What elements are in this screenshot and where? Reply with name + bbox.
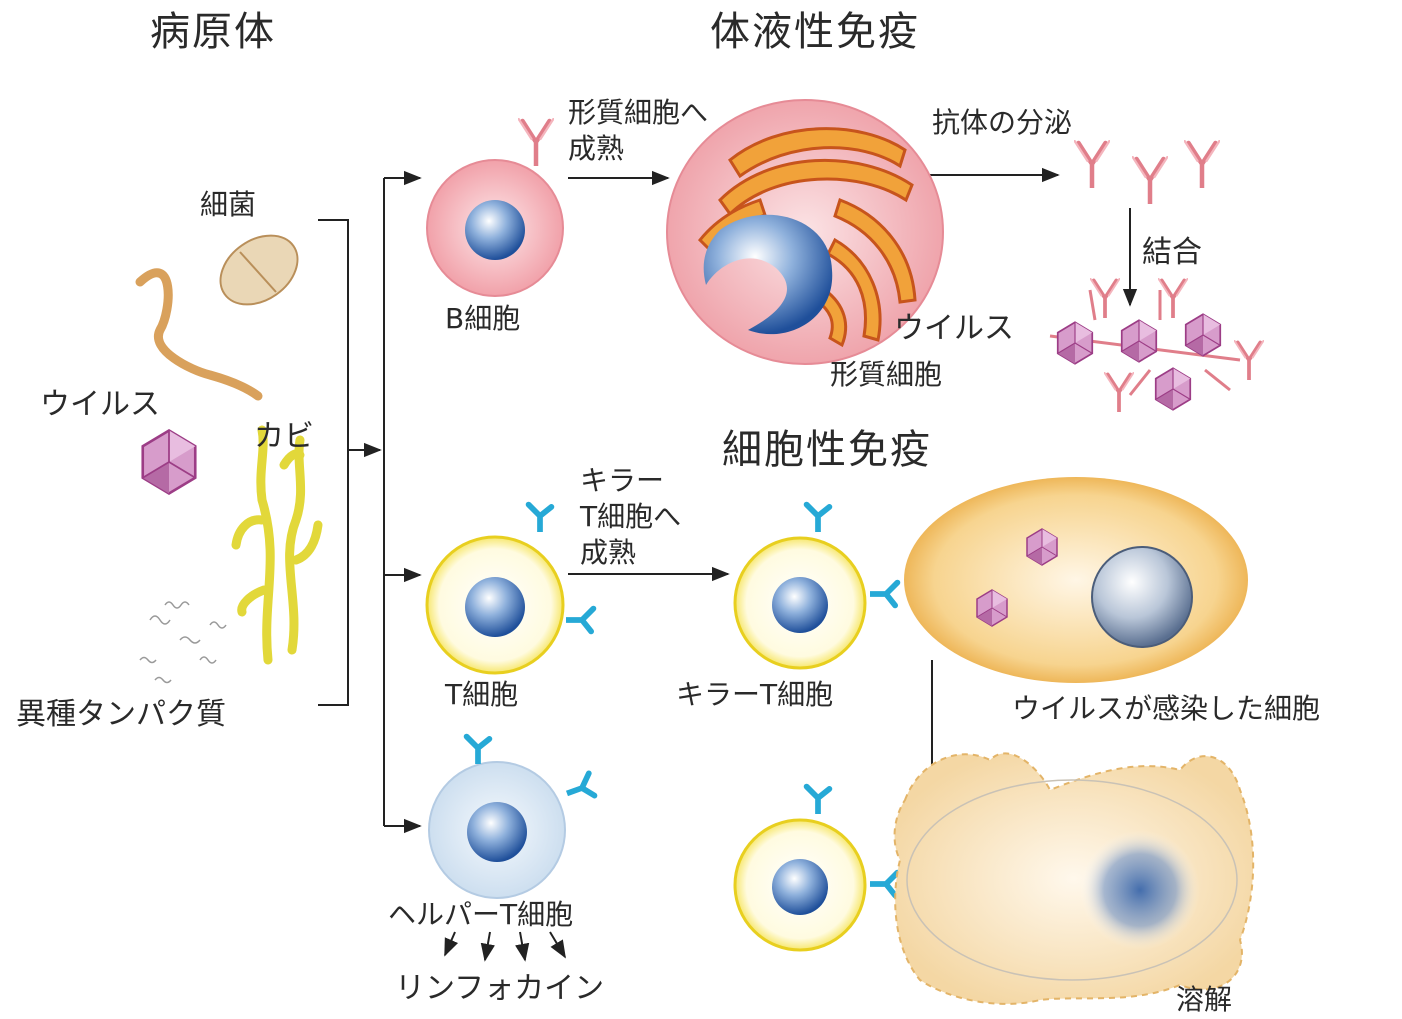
label-t-cell: T細胞 [445,680,518,711]
label-virus: ウイルス [40,388,160,421]
label-foreign-protein: 異種タンパク質 [16,698,226,731]
label-bacteria: 細菌 [200,190,256,221]
label-plasma-cell: 形質細胞 [830,360,942,391]
label-lysis: 溶解 [1176,985,1232,1016]
pathogen-virus-shape [143,431,196,494]
label-b-cell: B細胞 [445,304,520,335]
label-mature-plasma-2: 成熟 [568,134,624,165]
label-antibody-secretion: 抗体の分泌 [932,108,1072,139]
t-cell-shape [427,505,593,673]
heading-humoral-immunity: 体液性免疫 [710,10,920,54]
killer-t-cell-attacking-shape [735,787,897,950]
fungus-shape [236,430,318,660]
antibody-virus-complex [1050,278,1264,412]
label-mature-killer-1: キラー [580,466,664,497]
label-mature-killer-3: 成熟 [580,538,636,569]
label-helper-t-cell: ヘルパーT細胞 [388,900,573,931]
label-killer-t-cell: キラーT細胞 [676,680,833,711]
lysed-cell-shape [895,753,1254,1004]
infected-cell-shape [904,477,1248,683]
b-cell-shape [427,118,563,296]
heading-cellular-immunity: 細胞性免疫 [722,428,932,472]
protein-squiggles [140,602,226,683]
label-mature-plasma-1: 形質細胞へ [568,98,708,129]
label-infected-cell: ウイルスが感染した細胞 [1012,694,1320,725]
helper-t-cell-shape [429,737,597,898]
label-lymphokine: リンフォカイン [395,972,604,1005]
killer-t-cell-shape [735,505,897,668]
label-virus-humoral: ウイルス [894,312,1014,345]
heading-pathogen: 病原体 [150,10,276,54]
label-binding: 結合 [1142,236,1202,269]
label-fungus: カビ [254,420,314,453]
bacteria-shape [207,221,310,318]
secreted-antibodies [1074,140,1220,204]
label-mature-killer-2: T細胞へ [580,502,681,533]
